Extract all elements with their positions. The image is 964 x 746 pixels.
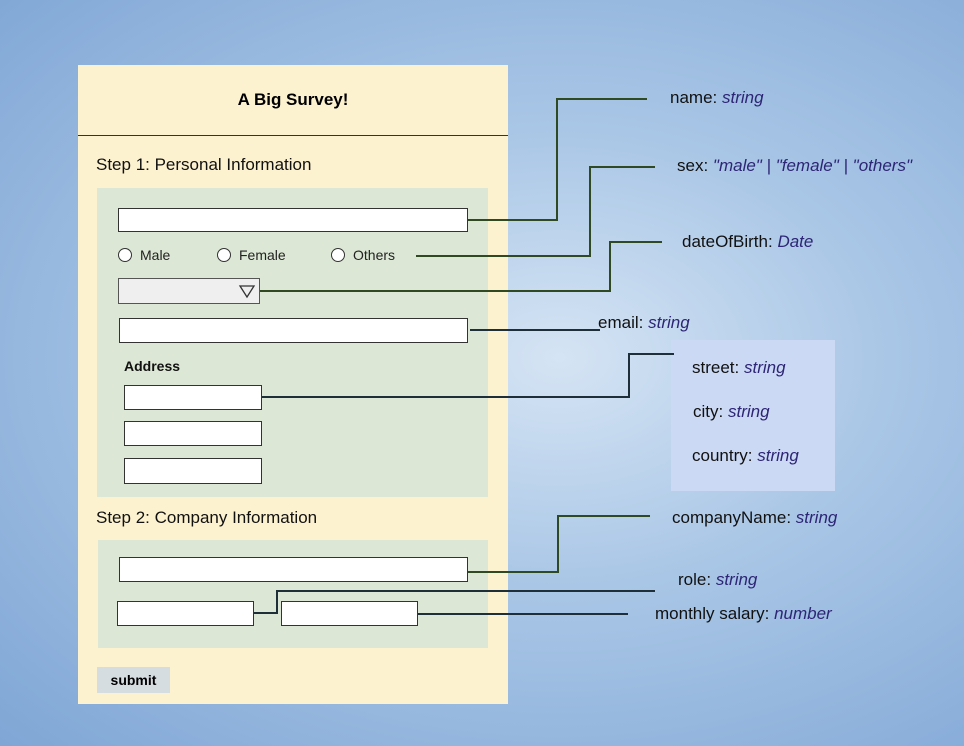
chevron-down-icon: [238, 285, 256, 299]
name-annotation: name: string: [670, 88, 764, 108]
dob-annotation: dateOfBirth: Date: [682, 232, 813, 252]
annotation-field: monthly salary:: [655, 604, 770, 623]
radio-others-label: Others: [353, 247, 396, 263]
annotation-type: string: [727, 402, 770, 421]
radio-female-circle[interactable]: [217, 248, 231, 262]
email-annotation: email: string: [598, 313, 690, 333]
company-name-annotation: companyName: string: [672, 508, 837, 528]
radio-male-label: Male: [140, 247, 171, 263]
annotation-type: string: [721, 88, 764, 107]
annotation-type: string: [757, 446, 799, 465]
step1-title: Step 1: Personal Information: [96, 155, 312, 174]
annotation-field: street:: [692, 358, 740, 377]
salary-annotation: monthly salary: number: [655, 604, 832, 624]
submit-button[interactable]: submit: [97, 667, 170, 693]
radio-female[interactable]: Female: [217, 247, 286, 263]
annotation-field: sex:: [677, 156, 709, 175]
radio-male[interactable]: Male: [118, 247, 170, 263]
country-annotation: country: string: [692, 446, 799, 466]
date-of-birth-select[interactable]: [118, 278, 260, 304]
radio-others[interactable]: Others: [331, 247, 395, 263]
annotation-type: "male" | "female" | "others": [712, 156, 912, 175]
step2-title: Step 2: Company Information: [96, 508, 318, 527]
salary-input[interactable]: [281, 601, 418, 626]
street-annotation: street: string: [692, 358, 786, 378]
sex-annotation: sex: "male" | "female" | "others": [677, 156, 912, 176]
annotation-field: country:: [692, 446, 753, 465]
radio-others-circle[interactable]: [331, 248, 345, 262]
form-title: A Big Survey!: [78, 65, 508, 136]
annotation-type: number: [774, 604, 832, 623]
annotation-type: string: [715, 570, 758, 589]
role-input[interactable]: [117, 601, 254, 626]
city-annotation: city: string: [693, 402, 770, 422]
annotation-field: role:: [678, 570, 712, 589]
company-name-input[interactable]: [119, 557, 468, 582]
address-label: Address: [124, 358, 181, 374]
annotation-field: email:: [598, 313, 644, 332]
annotation-field: name:: [670, 88, 718, 107]
annotation-type: string: [648, 313, 690, 332]
address-type-box: [671, 340, 835, 491]
annotation-field: dateOfBirth:: [682, 232, 773, 251]
radio-female-label: Female: [239, 247, 286, 263]
sex-radio-group: Male Female Others: [118, 247, 418, 265]
annotation-type: string: [795, 508, 838, 527]
role-annotation: role: string: [678, 570, 757, 590]
email-input[interactable]: [119, 318, 468, 343]
annotation-type: string: [743, 358, 786, 377]
country-input[interactable]: [124, 458, 262, 484]
name-input[interactable]: [118, 208, 468, 232]
street-input[interactable]: [124, 385, 262, 410]
radio-male-circle[interactable]: [118, 248, 132, 262]
city-input[interactable]: [124, 421, 262, 446]
annotation-field: companyName:: [672, 508, 792, 527]
annotation-field: city:: [693, 402, 724, 421]
annotation-type: Date: [777, 232, 814, 251]
